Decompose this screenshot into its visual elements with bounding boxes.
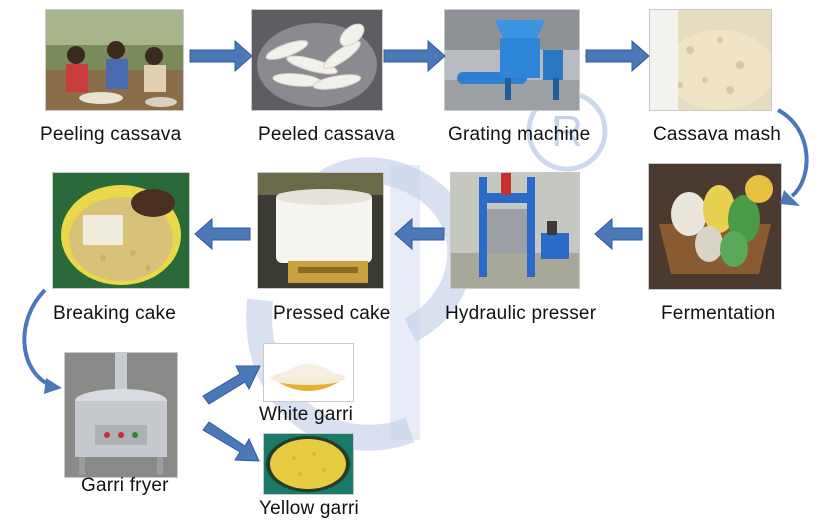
breaking-cake-photo <box>52 172 190 289</box>
svg-text:R: R <box>551 107 583 156</box>
step-label-peeled-cassava: Peeled cassava <box>258 124 395 145</box>
output-label-white-garri: White garri <box>259 404 354 425</box>
step-label-cassava-mash: Cassava mash <box>653 124 782 145</box>
yellow-garri-bowl-photo <box>263 433 354 495</box>
step-label-breaking-cake: Breaking cake <box>53 303 177 324</box>
output-label-yellow-garri: Yellow garri <box>259 498 359 519</box>
peeled-cassava-roots-photo <box>251 9 383 111</box>
step-label-grating-machine: Grating machine <box>448 124 591 145</box>
grating-machine-photo <box>444 9 580 111</box>
pressed-cake-photo <box>257 172 384 289</box>
step-label-garri-fryer: Garri fryer <box>81 475 169 496</box>
hydraulic-presser-photo <box>450 172 580 289</box>
cassava-mash-photo <box>649 9 772 111</box>
garri-fryer-photo <box>64 352 178 478</box>
fermentation-bags-photo <box>648 163 782 290</box>
step-label-hydraulic-presser: Hydraulic presser <box>445 303 597 324</box>
people-peeling-cassava-photo <box>45 9 184 111</box>
step-label-pressed-cake: Pressed cake <box>273 303 391 324</box>
step-label-fermentation: Fermentation <box>661 303 776 324</box>
step-label-peeling-cassava: Peeling cassava <box>40 124 182 145</box>
white-garri-bowl-photo <box>263 343 354 402</box>
